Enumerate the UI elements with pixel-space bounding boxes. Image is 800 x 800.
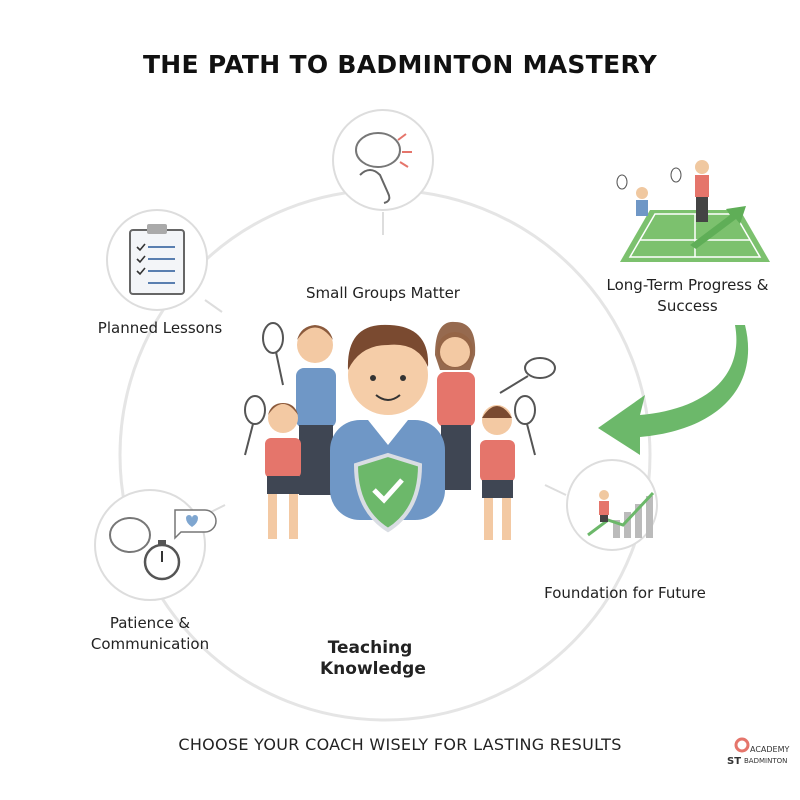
- step-label-small-groups: Small Groups Matter: [306, 284, 460, 302]
- page-title: THE PATH TO BADMINTON MASTERY: [142, 50, 658, 79]
- coach-shield-icon: [244, 321, 556, 540]
- step-label-patience: Patience & Communication: [90, 614, 210, 653]
- academy-logo: ACADEMY ST BADMINTON: [727, 737, 790, 767]
- clipboard-checklist-icon: [106, 209, 208, 311]
- step-label-planned-lessons: Planned Lessons: [97, 319, 223, 337]
- growth-chart-icon: [566, 459, 658, 551]
- svg-text:BADMINTON: BADMINTON: [744, 757, 787, 765]
- step-label-foundation: Foundation for Future: [544, 584, 706, 602]
- step-label-teaching-knowledge: Teaching Knowledge: [320, 638, 426, 679]
- footer-tagline: CHOOSE YOUR COACH WISELY FOR LASTING RES…: [178, 735, 622, 754]
- badminton-court-icon: [616, 160, 770, 262]
- progress-arrow: [598, 325, 749, 455]
- hand-brain-icon: [332, 109, 434, 211]
- svg-text:ST: ST: [727, 756, 741, 767]
- svg-text:ACADEMY: ACADEMY: [750, 745, 790, 754]
- step-label-long-term: Long-Term Progress & Success: [606, 276, 769, 315]
- brain-stopwatch-heart-icon: [94, 489, 217, 601]
